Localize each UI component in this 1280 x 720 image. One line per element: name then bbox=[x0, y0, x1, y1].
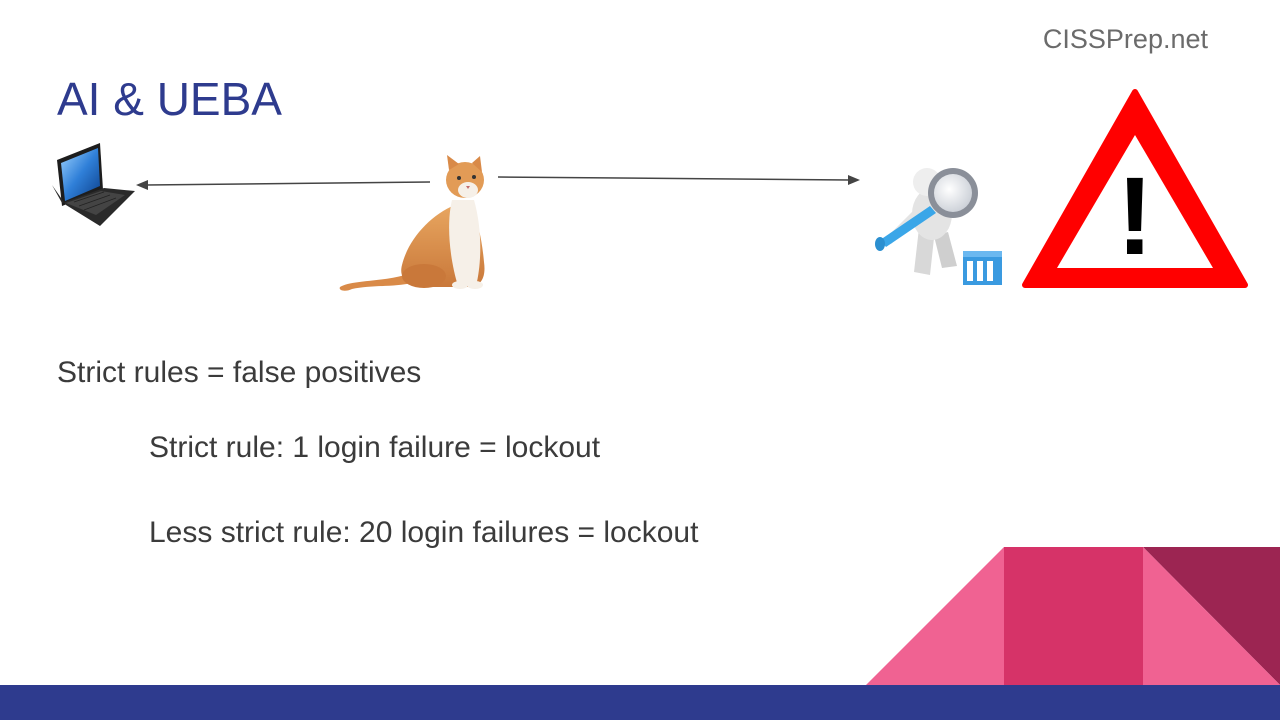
bullet-sub-strict: Strict rule: 1 login failure = lockout bbox=[149, 431, 601, 464]
laptop-icon bbox=[52, 143, 135, 226]
warning-symbol: ! bbox=[1117, 155, 1154, 278]
bullet-main: Strict rules = false positives bbox=[57, 356, 422, 389]
corner-decoration bbox=[866, 547, 1280, 685]
brand-label: CISSPrep.net bbox=[1042, 24, 1208, 54]
cat-icon bbox=[339, 155, 485, 291]
binder-icon bbox=[963, 251, 1002, 285]
arrow-to-laptop bbox=[136, 180, 431, 190]
analyst-magnifier-icon bbox=[875, 168, 978, 275]
bullet-sub-less-strict: Less strict rule: 20 login failures = lo… bbox=[149, 516, 699, 549]
arrow-to-analyst bbox=[497, 175, 860, 185]
footer-bar bbox=[0, 685, 1280, 720]
warning-icon: ! bbox=[1022, 89, 1248, 288]
slide-title: AI & UEBA bbox=[57, 73, 282, 125]
